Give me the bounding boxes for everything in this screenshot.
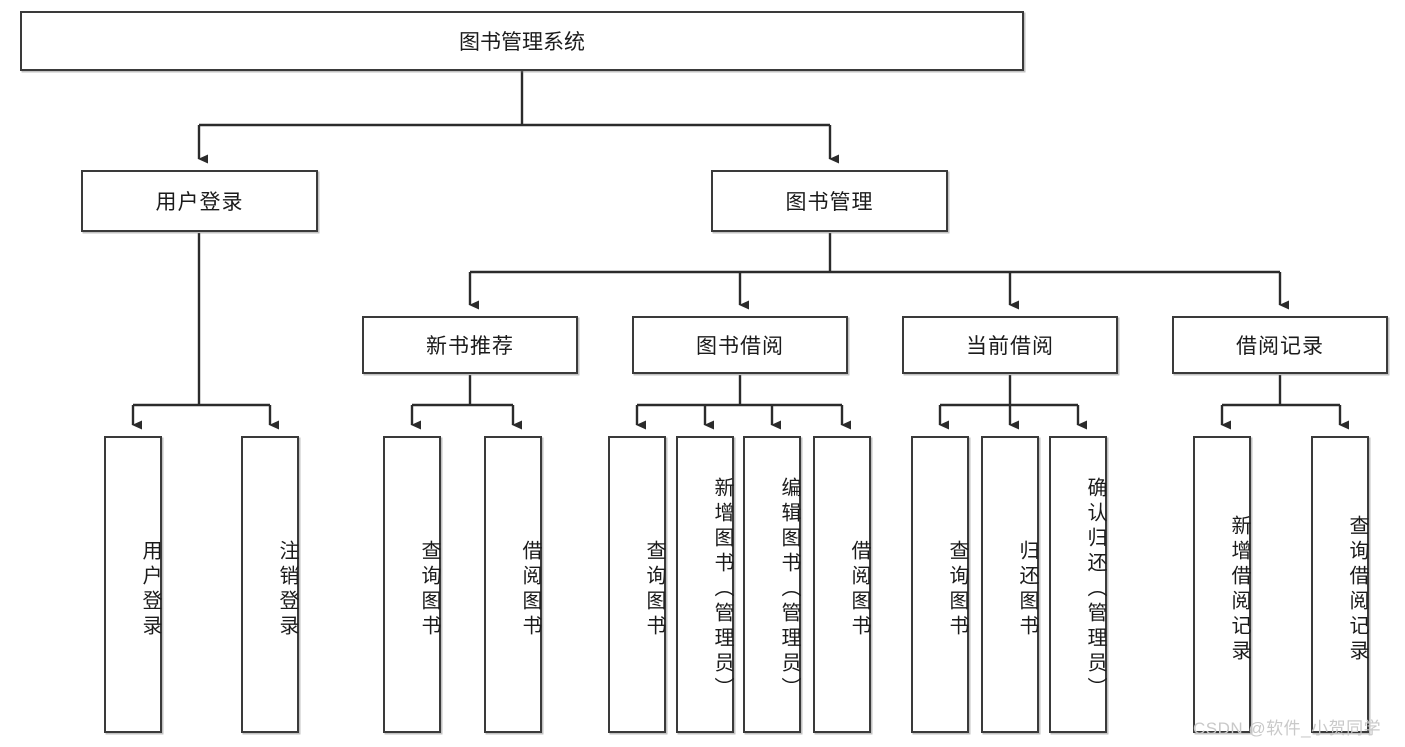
leaf-logout[interactable]: 注销登录 xyxy=(241,436,299,733)
leaf-query-book-current[interactable]: 查询图书 xyxy=(911,436,969,733)
node-root-book-management-system[interactable]: 图书管理系统 xyxy=(20,11,1024,71)
node-label: 注销登录 xyxy=(276,539,298,640)
node-current-borrow[interactable]: 当前借阅 xyxy=(902,316,1118,374)
node-label: 归还图书 xyxy=(1016,539,1038,640)
node-label: 查询图书 xyxy=(418,539,440,640)
node-label: 编辑图书（管理员） xyxy=(778,477,800,702)
csdn-watermark: CSDN @软件_小贺同学 xyxy=(1193,719,1382,738)
leaf-edit-book-admin[interactable]: 编辑图书（管理员） xyxy=(743,436,801,733)
node-label: 图书管理系统 xyxy=(459,31,585,54)
node-label: 查询借阅记录 xyxy=(1346,514,1368,665)
leaf-borrow-book[interactable]: 借阅图书 xyxy=(813,436,871,733)
node-label: 查询图书 xyxy=(643,539,665,640)
node-book-management[interactable]: 图书管理 xyxy=(711,170,948,232)
node-label: 借阅图书 xyxy=(848,539,870,640)
leaf-user-login[interactable]: 用户登录 xyxy=(104,436,162,733)
node-borrow-record[interactable]: 借阅记录 xyxy=(1172,316,1388,374)
node-label: 图书管理 xyxy=(785,191,874,214)
leaf-add-book-admin[interactable]: 新增图书（管理员） xyxy=(676,436,734,733)
node-label: 当前借阅 xyxy=(966,335,1054,358)
leaf-return-book[interactable]: 归还图书 xyxy=(981,436,1039,733)
node-label: 查询图书 xyxy=(946,539,968,640)
node-label: 借阅记录 xyxy=(1236,335,1324,358)
node-label: 新增借阅记录 xyxy=(1228,514,1250,665)
node-user-login[interactable]: 用户登录 xyxy=(81,170,318,232)
node-label: 新增图书（管理员） xyxy=(711,477,733,702)
node-label: 新书推荐 xyxy=(426,335,514,358)
leaf-query-book-borrow[interactable]: 查询图书 xyxy=(608,436,666,733)
leaf-query-book-recommend[interactable]: 查询图书 xyxy=(383,436,441,733)
node-label: 借阅图书 xyxy=(519,539,541,640)
node-label: 用户登录 xyxy=(155,191,244,214)
leaf-query-borrow-record[interactable]: 查询借阅记录 xyxy=(1311,436,1369,733)
leaf-add-borrow-record[interactable]: 新增借阅记录 xyxy=(1193,436,1251,733)
node-label: 图书借阅 xyxy=(696,335,784,358)
leaf-confirm-return-admin[interactable]: 确认归还（管理员） xyxy=(1049,436,1107,733)
node-label: 确认归还（管理员） xyxy=(1084,477,1106,702)
leaf-borrow-book-recommend[interactable]: 借阅图书 xyxy=(484,436,542,733)
node-label: 用户登录 xyxy=(139,539,161,640)
node-book-borrow[interactable]: 图书借阅 xyxy=(632,316,848,374)
node-new-book-recommend[interactable]: 新书推荐 xyxy=(362,316,578,374)
